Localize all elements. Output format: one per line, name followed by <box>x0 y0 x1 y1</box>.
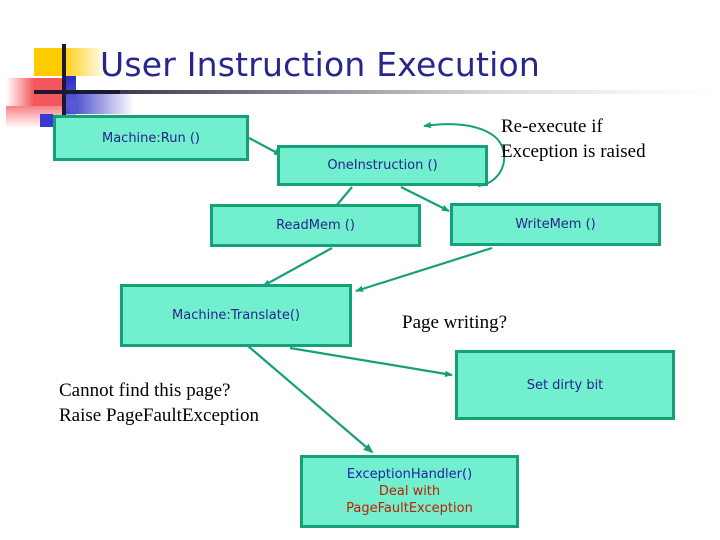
page-title: User Instruction Execution <box>100 45 540 84</box>
note-reexecute: Re-execute if Exception is raised <box>501 114 716 164</box>
box-set-dirty-bit[interactable]: Set dirty bit <box>455 350 675 420</box>
box-exception-handler-line3: PageFaultException <box>346 501 473 516</box>
decor-yellow-gradient <box>61 48 107 76</box>
note-reexecute-line2: Exception is raised <box>501 141 646 162</box>
note-cannot-find-line2: Raise PageFaultException <box>59 405 259 426</box>
box-machine-translate-label: Machine:Translate() <box>172 308 300 323</box>
box-read-mem-label: ReadMem () <box>276 218 355 233</box>
decor-red-gradient-left <box>6 78 34 106</box>
box-exception-handler-line2: Deal with <box>378 484 441 499</box>
box-set-dirty-bit-label: Set dirty bit <box>526 377 604 393</box>
box-one-instruction[interactable]: OneInstruction () <box>277 145 488 186</box>
box-machine-run[interactable]: Machine:Run () <box>53 115 249 161</box>
box-machine-run-label: Machine:Run () <box>101 130 200 146</box>
box-one-instruction-label: OneInstruction () <box>327 158 438 173</box>
box-machine-translate[interactable]: Machine:Translate() <box>120 284 352 347</box>
box-write-mem[interactable]: WriteMem () <box>450 203 661 246</box>
note-cannot-find-page: Cannot find this page? Raise PageFaultEx… <box>59 378 339 428</box>
box-exception-handler[interactable]: ExceptionHandler() Deal with PageFaultEx… <box>300 455 519 528</box>
box-read-mem[interactable]: ReadMem () <box>210 204 421 247</box>
note-cannot-find-line1: Cannot find this page? <box>59 380 231 401</box>
decor-yellow-square <box>34 48 61 76</box>
note-reexecute-line1: Re-execute if <box>501 116 603 137</box>
title-underline-rule <box>120 90 718 94</box>
note-page-writing: Page writing? <box>402 312 508 333</box>
decor-horizontal-rule <box>34 90 124 94</box>
decor-vertical-rule <box>62 44 66 128</box>
box-exception-handler-line1: ExceptionHandler() <box>346 467 473 482</box>
decor-blue-square <box>40 114 53 127</box>
decor-blue-gradient-horizontal <box>62 92 134 114</box>
box-write-mem-label: WriteMem () <box>515 217 596 232</box>
